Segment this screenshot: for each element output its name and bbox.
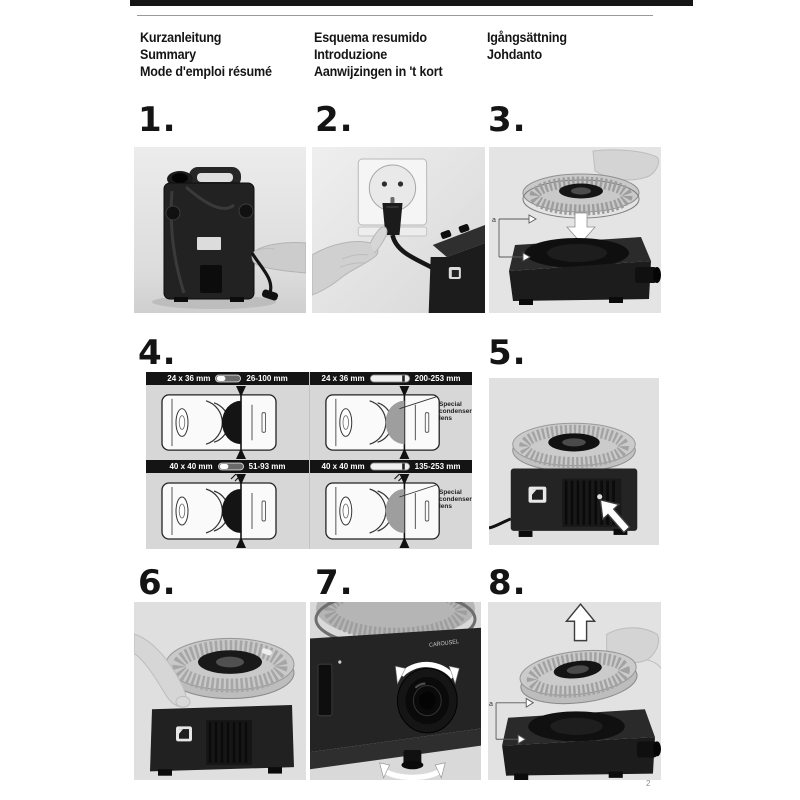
side-recess — [317, 663, 333, 717]
optics-schematic — [325, 473, 441, 549]
diagram-quadrant-24x36-short: 24 x 36 mm 26-100 mm — [146, 372, 309, 460]
header-line: Esquema resumido — [314, 30, 427, 45]
step-number-4: 4. — [138, 333, 177, 373]
vent-slats — [208, 722, 248, 763]
step-number-3: 3. — [488, 100, 527, 140]
step-number-5: 5. — [488, 333, 527, 373]
condenser-slider-icon — [369, 462, 410, 471]
header-line: Introduzione — [314, 47, 388, 62]
carousel-label: CAROUSEL — [429, 639, 459, 649]
switch-button — [597, 494, 603, 500]
format-bar: 24 x 36 mm 26-100 mm — [146, 372, 309, 385]
projector-upright — [163, 167, 255, 302]
lens-range-label: 26-100 mm — [246, 374, 288, 383]
projector-base — [509, 237, 661, 305]
projector-body — [150, 704, 294, 776]
diagram-quadrant-40x40-long: 40 x 40 mm 135-253 mm Special condenser … — [309, 460, 472, 549]
diagram-quadrant-40x40-short: 40 x 40 mm 51-93 mm — [146, 460, 309, 549]
condenser-settings-diagram: 24 x 36 mm 26-100 mm 24 x 36 mm — [146, 372, 472, 549]
kodak-logo-icon — [528, 486, 547, 503]
slide-format-label: 24 x 36 mm — [167, 374, 211, 383]
header-line: Johdanto — [487, 47, 543, 62]
header-line: Mode d'emploi résumé — [140, 64, 272, 79]
photo-step1-unpack-cord — [134, 147, 306, 313]
slide-tray — [519, 649, 638, 705]
step-number-6: 6. — [138, 563, 177, 603]
tray-index-notch — [261, 648, 272, 656]
header-line: Igångsättning — [487, 30, 567, 45]
pointer-arrow-icon — [599, 498, 631, 534]
condenser-slider-icon — [215, 374, 242, 383]
hand-pressing — [134, 633, 191, 708]
special-condenser-note: Special condenser lens — [439, 401, 472, 422]
slide-format-label: 40 x 40 mm — [321, 462, 365, 471]
header-line: Summary — [140, 47, 196, 62]
foot-rotate-arrow-icon — [379, 762, 446, 780]
condenser-lens-element — [222, 400, 241, 445]
condenser-slider-icon — [369, 374, 410, 383]
optics-schematic — [161, 473, 277, 549]
kodak-logo-icon — [176, 726, 192, 742]
step-number-1: 1. — [138, 100, 177, 140]
wall-outlet — [357, 158, 428, 237]
slide-tray — [512, 422, 636, 473]
slide-format-label: 40 x 40 mm — [169, 462, 213, 471]
format-bar: 40 x 40 mm 135-253 mm — [310, 460, 472, 473]
photo-step6-press-release — [134, 602, 306, 780]
alignment-marker-label: a — [489, 699, 494, 708]
condenser-slider-icon — [217, 462, 244, 471]
special-condenser-note: Special condenser lens — [439, 489, 472, 510]
format-bar: 40 x 40 mm 51-93 mm — [146, 460, 309, 473]
special-condenser-lens-element — [385, 400, 405, 445]
photo-step3-mount-tray: a — [489, 147, 661, 313]
focus-rotate-arrow-icon — [395, 661, 460, 685]
header-rule — [137, 15, 653, 16]
special-condenser-lens-element — [385, 489, 405, 533]
projection-lens — [396, 667, 458, 734]
step-number-8: 8. — [488, 563, 527, 603]
photo-step2-plug-in — [312, 147, 485, 313]
photo-step8-remove-tray: a — [488, 602, 661, 780]
optics-schematic — [325, 385, 440, 460]
slide-tray — [522, 173, 640, 219]
lens-range-label: 51-93 mm — [248, 462, 286, 471]
slide-format-label: 24 x 36 mm — [321, 374, 365, 383]
up-arrow-icon — [564, 603, 597, 642]
photo-step5-rear-switch — [489, 378, 659, 545]
projector-base — [502, 709, 661, 780]
format-bar: 24 x 36 mm 200-253 mm — [310, 372, 472, 385]
lens-range-label: 200-253 mm — [414, 374, 461, 383]
lens-range-label: 135-253 mm — [414, 462, 461, 471]
condenser-lens-element — [222, 489, 241, 533]
mains-plug — [382, 203, 403, 235]
power-cord — [489, 517, 512, 530]
photo-step7-focus-level: CAROUSEL — [310, 602, 481, 780]
alignment-marker-label: a — [492, 217, 496, 224]
slide-tray — [165, 637, 295, 700]
header-col-3: Igångsättning Johdanto — [487, 29, 573, 63]
header-col-2: Esquema resumido Introduzione Aanwijzing… — [314, 29, 452, 80]
diagram-quadrant-24x36-long: 24 x 36 mm 200-253 mm Special condenser … — [309, 372, 472, 460]
step-number-7: 7. — [315, 563, 354, 603]
page-number: 2 — [646, 779, 651, 788]
header-col-1: Kurzanleitung Summary Mode d'emploi résu… — [140, 29, 282, 80]
hand-holding-plug — [312, 226, 388, 296]
header-line: Kurzanleitung — [140, 30, 222, 45]
alignment-callout — [495, 697, 535, 745]
step-number-2: 2. — [315, 100, 354, 140]
levelling-foot — [401, 749, 424, 770]
header-line: Aanwijzingen in 't kort — [314, 64, 443, 79]
down-arrow-icon — [566, 212, 596, 244]
top-crop-mark — [130, 0, 693, 6]
alignment-callout — [498, 214, 537, 262]
hand-pulling-cord — [250, 242, 306, 301]
optics-schematic — [161, 385, 277, 460]
projector-corner — [428, 224, 485, 313]
power-cord — [250, 252, 273, 294]
